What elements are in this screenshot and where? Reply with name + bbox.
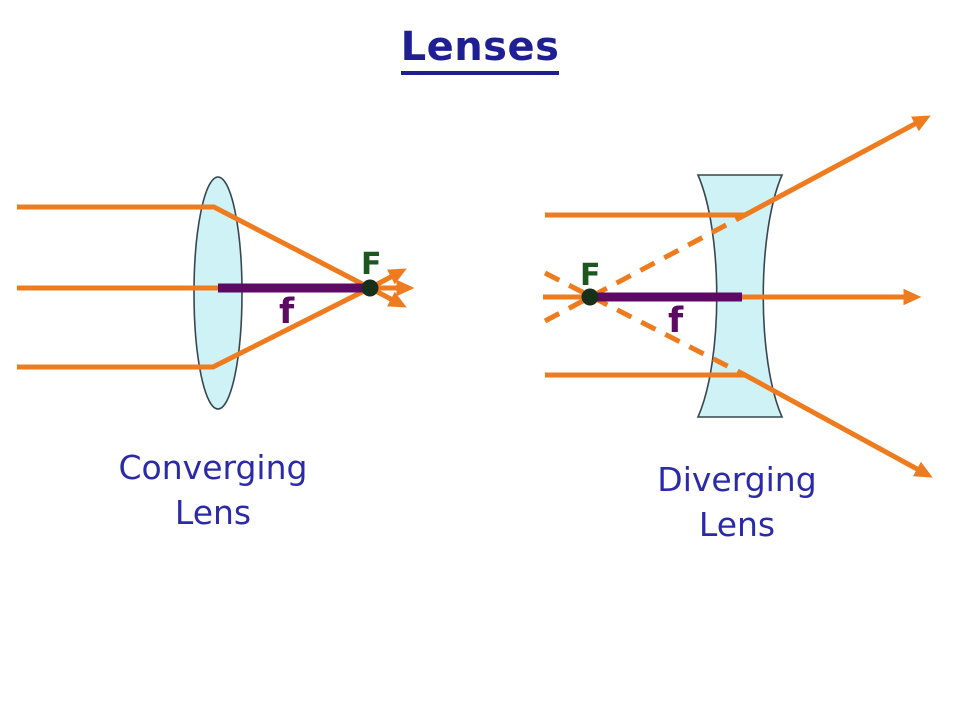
page-title-text: Lenses (400, 24, 560, 75)
converging-lens-caption: Converging Lens (118, 448, 308, 532)
focal-point-dot-converging (361, 279, 379, 297)
virtual-ray-upper-diverging (543, 212, 747, 324)
light-ray-bottom-converging (17, 268, 407, 370)
focal-length-label-diverging: f (668, 301, 684, 341)
focal-point-label-converging: F (361, 247, 382, 282)
light-ray-bottom-diverging (545, 372, 933, 478)
diverging-lens-caption: Diverging Lens (657, 460, 817, 544)
diverging-lens-diagram: F f (543, 115, 933, 478)
focal-length-label-converging: f (279, 292, 295, 332)
page-title: Lenses (0, 24, 960, 75)
light-ray-top-diverging (545, 115, 931, 218)
converging-lens-diagram: F f (17, 176, 415, 410)
focal-point-label-diverging: F (580, 258, 601, 293)
focal-point-dot-diverging (581, 288, 599, 306)
virtual-ray-lower-diverging (543, 270, 747, 378)
light-ray-top-converging (17, 204, 407, 308)
converging-lens-shape (193, 176, 243, 410)
